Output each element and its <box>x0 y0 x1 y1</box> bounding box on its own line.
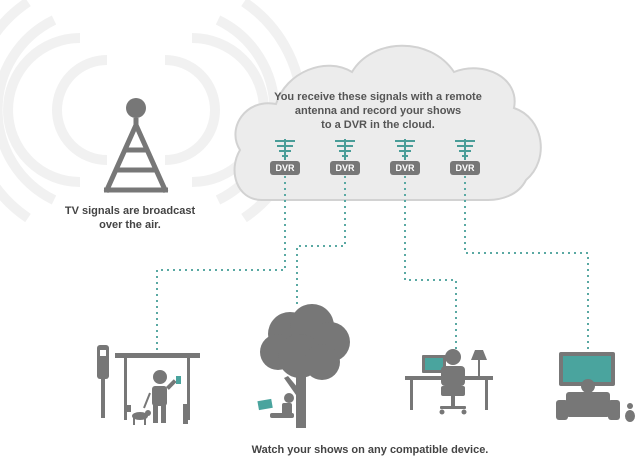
connection-line-tv <box>464 176 589 352</box>
cloud-description: You receive these signals with a remote … <box>274 91 482 131</box>
bus-stop-icon <box>97 345 200 425</box>
antenna-group <box>275 139 475 160</box>
dvr-label: DVR <box>330 161 360 175</box>
connection-lines <box>156 176 589 352</box>
connection-line-bus-stop <box>156 176 286 350</box>
antenna-icon <box>335 139 355 160</box>
broadcast-tower-icon <box>103 98 169 194</box>
antenna-icon <box>455 139 475 160</box>
footer-caption: Watch your shows on any compatible devic… <box>251 444 489 456</box>
antenna-icon <box>275 139 295 160</box>
living-room-tv-icon <box>556 352 635 422</box>
desk-laptop-icon <box>405 349 493 415</box>
dvr-label: DVR <box>390 161 420 175</box>
antenna-icon <box>395 139 415 160</box>
dvr-label: DVR <box>450 161 480 175</box>
connection-line-desk <box>404 176 457 352</box>
tree-icon <box>257 304 350 428</box>
tower-caption: TV signals are broadcast over the air. <box>64 205 196 231</box>
dvr-label: DVR <box>270 161 300 175</box>
